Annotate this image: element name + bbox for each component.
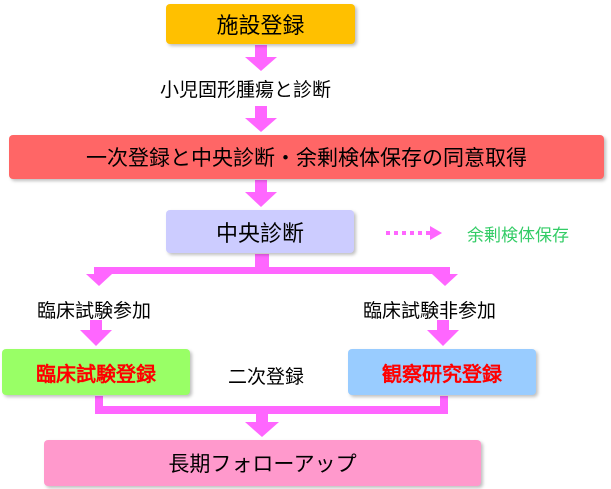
central-diagnosis-box: 中央診断 xyxy=(166,210,354,253)
merge-head xyxy=(245,422,279,437)
trial-participation-label: 臨床試験参加 xyxy=(37,300,152,322)
primary-registration-box: 一次登録と中央診断・余剰検体保存の同意取得 xyxy=(9,135,604,179)
facility-registration-box: 施設登録 xyxy=(166,4,355,44)
facility-registration-label: 施設登録 xyxy=(216,14,305,39)
long-term-followup-label: 長期フォローアップ xyxy=(168,452,357,476)
branch-head-right xyxy=(432,274,458,286)
branch-head-left xyxy=(86,274,112,286)
trial-registration-box: 臨床試験登録 xyxy=(2,349,190,395)
arrow-head-2 xyxy=(245,118,277,132)
diagnosis-step-label: 小児固形腫瘍と診断 xyxy=(160,79,332,101)
arrow-head-left xyxy=(80,330,112,346)
merge-bar xyxy=(95,406,448,414)
merge-left-stem xyxy=(95,396,103,410)
observational-registration-box: 観察研究登録 xyxy=(348,349,536,395)
arrow-head-1 xyxy=(245,57,277,71)
arrow-shaft-3 xyxy=(255,180,267,192)
merge-center-stem xyxy=(256,406,268,422)
central-diagnosis-label: 中央診断 xyxy=(215,221,304,247)
trial-registration-label: 臨床試験登録 xyxy=(36,361,156,386)
secondary-registration-label: 二次登録 xyxy=(228,366,305,388)
specimen-storage-label: 余剰検体保存 xyxy=(467,226,569,246)
arrow-head-3 xyxy=(245,192,277,207)
observational-registration-label: 観察研究登録 xyxy=(382,361,502,386)
arrow-shaft-2 xyxy=(255,106,267,118)
arrow-shaft-left xyxy=(90,320,102,330)
trial-non-participation-label: 臨床試験非参加 xyxy=(363,300,497,322)
arrow-shaft-1 xyxy=(255,45,267,57)
merge-right-stem xyxy=(440,396,448,410)
primary-registration-label: 一次登録と中央診断・余剰検体保存の同意取得 xyxy=(86,146,527,170)
branch-bar xyxy=(94,267,450,274)
arrow-head-right xyxy=(427,330,459,346)
long-term-followup-box: 長期フォローアップ xyxy=(44,440,481,486)
arrow-shaft-right xyxy=(437,320,449,330)
specimen-arrow-head xyxy=(430,226,442,240)
